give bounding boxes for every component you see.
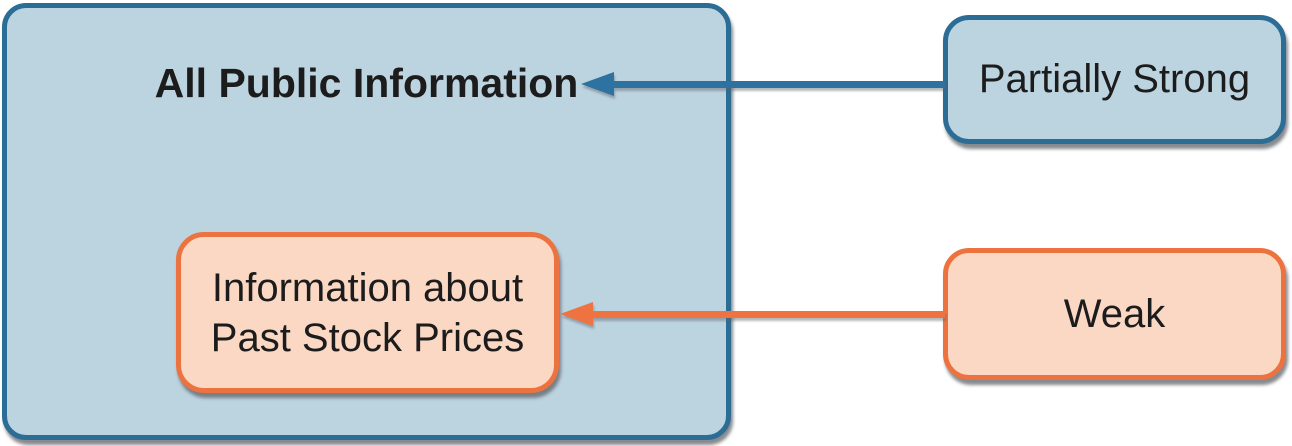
arrow-line: [610, 81, 945, 88]
past-stock-prices-label-line2: Past Stock Prices: [210, 315, 525, 360]
weak-label: Weak: [1063, 291, 1166, 336]
partially-strong-label: Partially Strong: [978, 57, 1251, 101]
arrow-line: [589, 311, 945, 318]
weak-box: Weak: [943, 248, 1286, 380]
partially-strong-box: Partially Strong: [943, 15, 1286, 144]
all-public-information-label: All Public Information: [154, 60, 579, 106]
past-stock-prices-label-line1: Information about: [211, 265, 524, 310]
left-arrowhead-icon: [560, 302, 593, 326]
past-stock-prices-box: Information about Past Stock Prices: [176, 232, 559, 393]
left-arrowhead-icon: [581, 72, 614, 96]
